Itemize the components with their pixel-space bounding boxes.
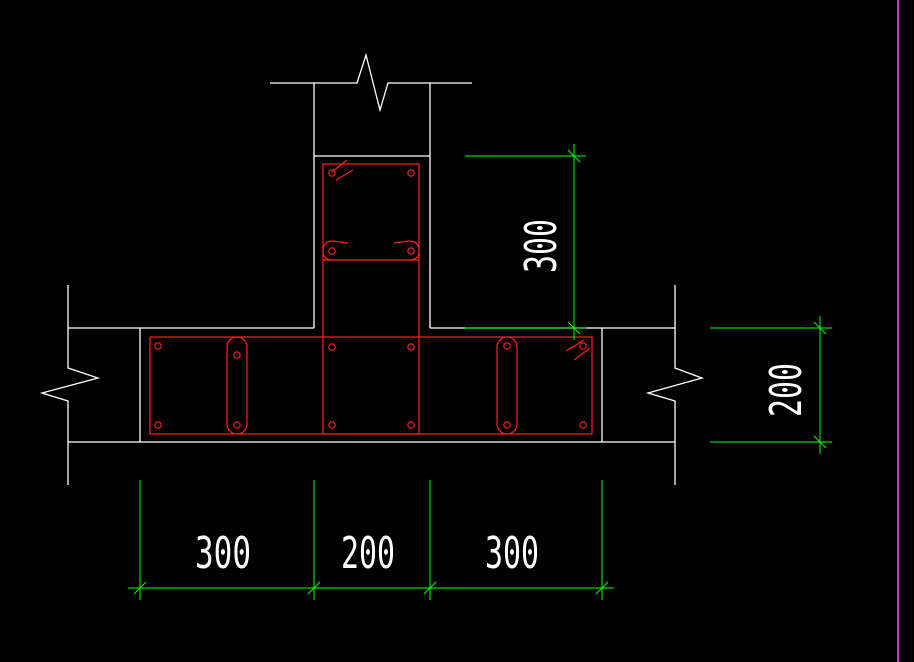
rebar-bar-5 [503,342,511,350]
rebar-cage [149,159,593,435]
column-tie-left [322,240,334,261]
right-break-line [645,285,705,485]
beam-tie-right [496,336,518,435]
rebar-bar-3 [328,343,336,351]
dim-text-vertical-upper: 300 [516,219,567,273]
rebar-bar-4 [407,343,415,351]
dim-lower-tick-top [813,321,827,335]
rebar-bar-16 [407,247,415,255]
rebar-bar-1 [154,342,162,350]
dim-tick-2 [307,581,321,595]
beam-hook-1 [565,339,585,352]
column-stirrup [322,163,420,435]
rebar-bar-14 [407,169,415,177]
rebar-bar-6 [579,342,587,350]
left-break-line [39,285,101,485]
rebar-bars [154,169,587,429]
column-hook-2 [335,169,354,181]
rebar-bar-11 [503,421,511,429]
rebar-bar-12 [579,421,587,429]
concrete-outline [39,52,705,485]
column-tie-right [408,240,420,261]
rebar-bar-10 [407,421,415,429]
dim-tick-3 [423,581,437,595]
rebar-bar-15 [328,247,336,255]
dim-text-bottom-mid: 200 [341,528,395,579]
dim-text-bottom-left: 300 [195,528,251,579]
dim-upper-tick-bottom [567,321,581,335]
rebar-bar-8 [233,421,241,429]
column-tie-hook-left [332,240,349,244]
dim-upper-tick-top [567,149,581,163]
column-break-line [270,52,472,113]
column-tie-hook-right [393,240,410,244]
dim-text-vertical-lower: 200 [761,363,812,417]
dim-lower-tick-bottom [813,435,827,449]
dimension-lines [128,144,832,600]
dim-tick-4 [595,581,609,595]
rebar-bar-9 [328,421,336,429]
beam-stirrup [149,336,593,435]
beam-hook-2 [573,347,591,361]
beam-tie-left [226,336,248,435]
column-hook-1 [331,159,348,173]
rebar-bar-2 [233,351,241,359]
rebar-bar-7 [154,421,162,429]
dim-tick-1 [133,581,147,595]
rebar-bar-13 [328,169,336,177]
dim-text-bottom-right: 300 [485,528,539,579]
